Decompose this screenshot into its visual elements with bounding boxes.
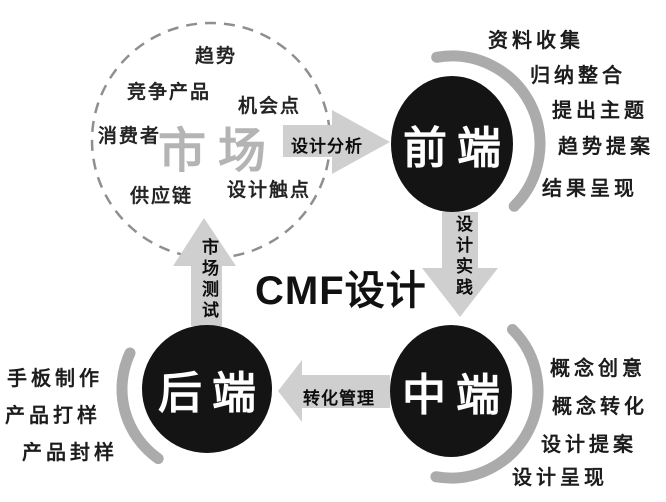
arrow-design-analysis-label: 设计分析 xyxy=(291,137,363,156)
market-factor-opportunity: 机会点 xyxy=(238,96,302,117)
mid-output-item: 概念转化 xyxy=(552,396,648,418)
arrow-design-practice-shape xyxy=(422,212,498,317)
diagram-title: CMF设计 xyxy=(255,269,427,313)
arrow-design-practice-label: 设计实践 xyxy=(453,215,472,299)
node-back: 后端 xyxy=(142,325,272,453)
mid-node-arc xyxy=(430,324,544,484)
front-output-item: 归纳整合 xyxy=(530,65,626,87)
node-back-label: 后端 xyxy=(158,369,266,418)
front-output-item: 结果呈现 xyxy=(542,178,638,200)
front-output-item: 趋势提案 xyxy=(558,136,654,158)
market-factor-supply-chain: 供应链 xyxy=(130,186,194,207)
market-factor-touchpoints: 设计触点 xyxy=(227,180,312,201)
node-front-label: 前端 xyxy=(403,124,511,173)
node-mid-label: 中端 xyxy=(402,371,510,420)
mid-output-item: 概念创意 xyxy=(550,358,646,380)
arrow-market-test-shape xyxy=(173,218,236,326)
arrow-design-analysis-shape xyxy=(283,110,390,174)
node-front: 前端 xyxy=(391,76,513,212)
market-label: 市场 xyxy=(158,125,279,178)
back-output-item: 产品打样 xyxy=(5,405,101,427)
arrow-transform-manage-shape xyxy=(278,360,390,422)
back-output-item: 产品封样 xyxy=(22,442,118,464)
front-output-item: 资料收集 xyxy=(488,30,584,52)
front-node-arc xyxy=(431,50,546,212)
mid-output-item: 设计呈现 xyxy=(512,467,608,489)
market-factor-consumers: 消费者 xyxy=(98,126,162,147)
market-factor-competitors: 竞争产品 xyxy=(127,82,212,103)
back-output-item: 手板制作 xyxy=(7,368,103,390)
market-factor-trend: 趋势 xyxy=(195,46,238,67)
back-node-arc xyxy=(116,347,164,465)
front-output-item: 提出主题 xyxy=(552,100,648,122)
arrow-transform-manage-label: 转化管理 xyxy=(303,389,375,408)
arrow-market-test-label: 市场测试 xyxy=(199,238,218,322)
node-mid: 中端 xyxy=(390,325,512,457)
mid-output-item: 设计提案 xyxy=(541,434,637,456)
